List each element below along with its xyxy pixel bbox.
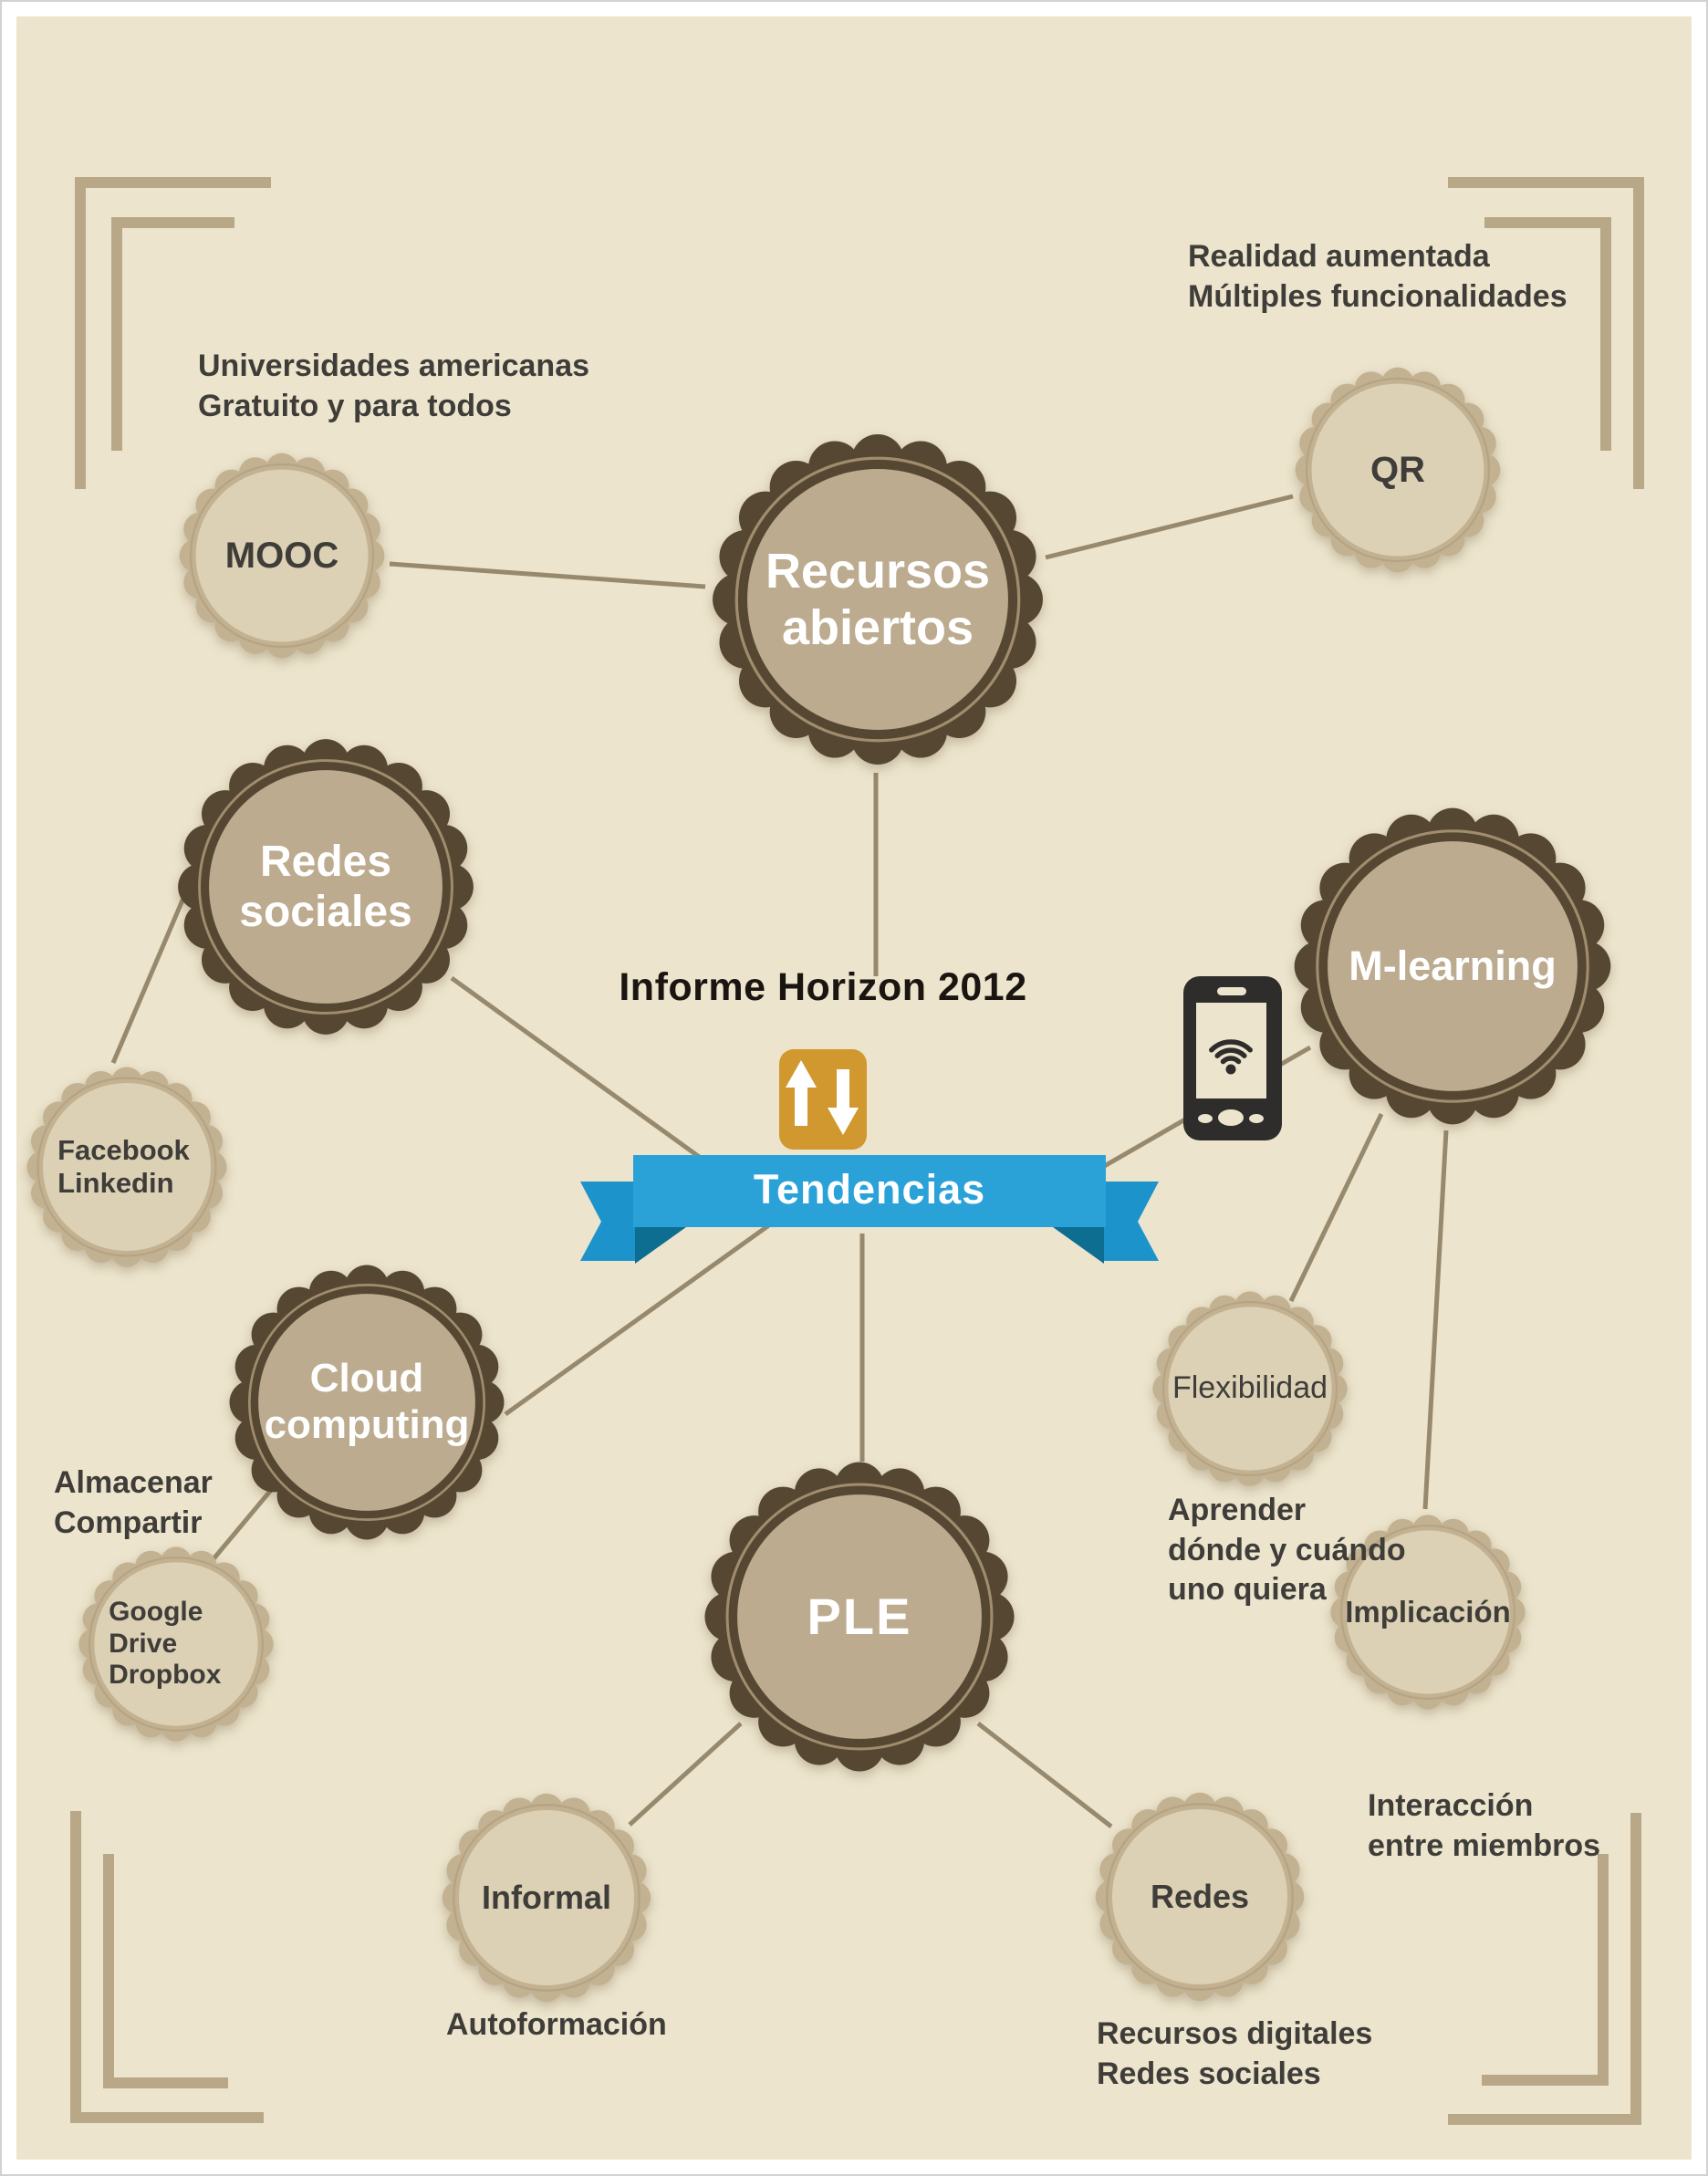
node-flexibilidad: Flexibilidad [1148,1286,1352,1491]
corner-bracket-top-left-inner [111,217,234,451]
annotation-flexibilidad: Aprender dónde y cuándo uno quiera [1168,1493,1406,1608]
ribbon-band [633,1155,1106,1227]
annotation-cloud: Almacenar Compartir [54,1465,213,1540]
line-mlearning-flexibilidad [1288,1112,1384,1303]
corner-bracket-top-right-inner [1484,217,1611,451]
annotation-mooc: Universidades americanas Gratuito y para… [198,349,590,423]
annotation-informal: Autoformación [446,2007,667,2042]
corner-bracket-bottom-left-outer [70,1811,264,2123]
corner-bracket-top-right-outer [1448,177,1644,489]
node-redes-sociales: Redes sociales [171,732,481,1042]
wifi-icon [1209,1039,1253,1075]
phone-button-right [1249,1114,1264,1123]
node-cloud-computing: Cloud computing [223,1258,511,1546]
ribbon-right-flap [1104,1182,1159,1261]
ribbon-banner [580,1155,1159,1264]
line-redessociales-facebook [110,895,187,1064]
line-center-cloud [504,1203,797,1417]
corner-bracket-bottom-left-inner [103,1854,228,2088]
banner-label: Tendencias [753,1166,986,1213]
node-m-learning: M-learning [1286,800,1619,1132]
annotation-qr: Realidad aumentada Múltiples funcionalid… [1188,239,1567,314]
corner-bracket-bottom-right-inner [1482,1854,1609,2086]
line-qr-recursos [1045,494,1294,560]
node-ple: PLE [697,1454,1022,1779]
line-cloud-googledrive [205,1487,274,1568]
node-informal: Informal [437,1788,656,2007]
ribbon-right-fold [1053,1227,1104,1264]
phone-speaker [1217,987,1246,995]
corner-bracket-bottom-right-outer [1448,1813,1641,2125]
node-qr: QR [1290,362,1505,578]
node-redes: Redes [1090,1787,1309,2006]
node-recursos-abiertos: Recursos abiertos [704,426,1051,773]
updown-arrows-icon [779,1049,867,1150]
smartphone-icon [1183,976,1282,1140]
line-mooc-recursos [389,561,706,589]
line-ple-informal [628,1722,743,1827]
annotation-redes: Recursos digitales Redes sociales [1097,2016,1373,2091]
phone-button-home [1218,1109,1244,1126]
corner-bracket-top-left-outer [75,177,271,489]
ribbon-left-flap [580,1182,635,1261]
ribbon-left-fold [635,1227,686,1264]
phone-button-left [1198,1114,1213,1123]
node-facebook-linkedin: Facebook Linkedin [22,1062,232,1272]
page-title: Informe Horizon 2012 [619,965,1027,1009]
line-mlearning-implicacion [1422,1130,1449,1510]
node-mooc: MOOC [174,448,390,663]
corner-brackets [70,177,1644,2125]
node-google-drive-dropbox: Google Drive Dropbox [74,1542,278,1746]
annotation-implicacion: Interacción entre miembros [1368,1788,1601,1863]
line-ple-redes [976,1722,1113,1828]
